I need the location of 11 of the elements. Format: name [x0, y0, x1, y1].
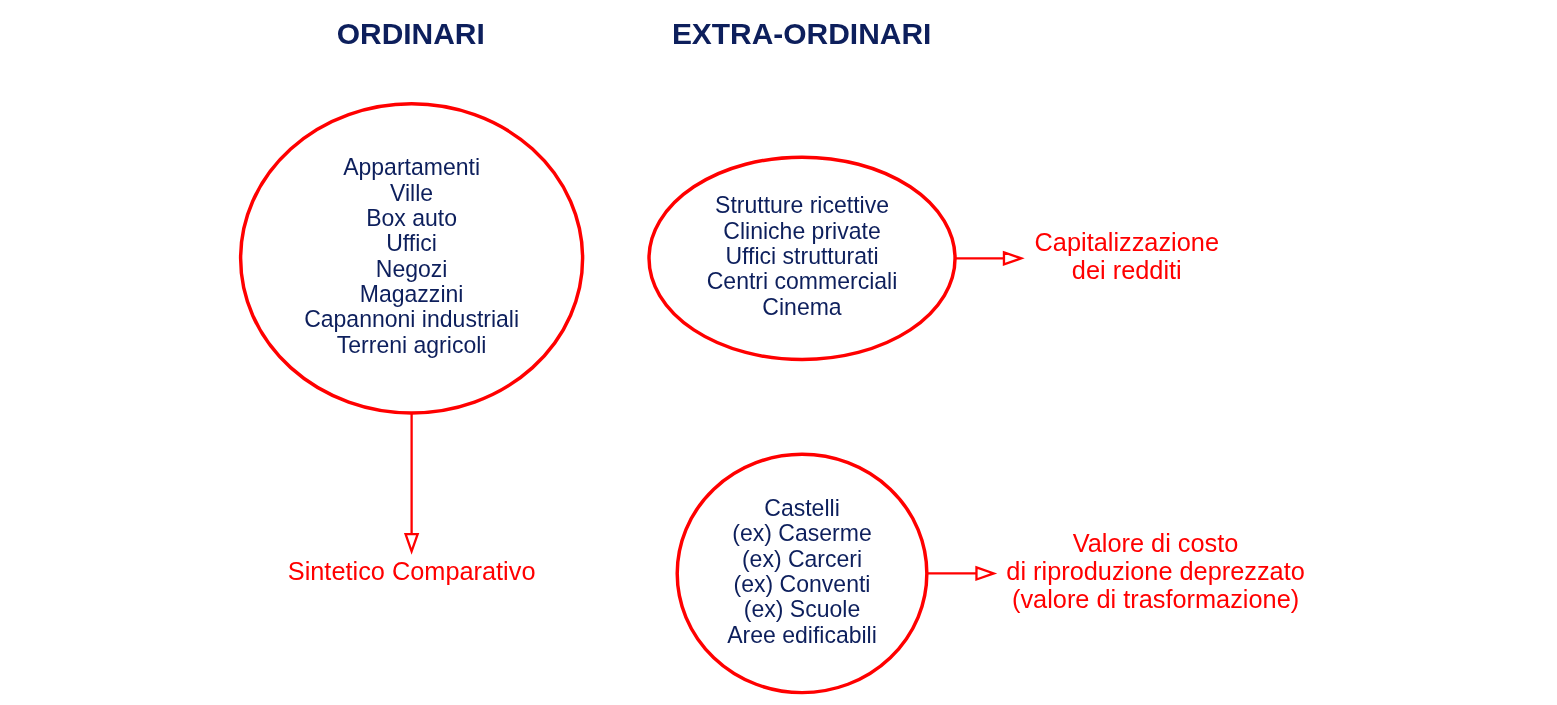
arrow: [403, 413, 419, 555]
node-ellipse: Strutture ricettive Cliniche private Uffici strutturati Centri commerciali Cinema: [646, 155, 957, 362]
arrow: [926, 565, 997, 582]
node-text: Capitalizzazione dei redditi: [1034, 227, 1219, 284]
node-text: Sintetico Comparativo: [287, 556, 535, 585]
label: EXTRA-ORDINARI: [671, 16, 931, 50]
label: ORDINARI: [336, 16, 485, 50]
node-text: Valore di costo di riproduzione deprezzato (valore di trasformazione): [1005, 529, 1305, 613]
node-circle: Appartamenti Ville Box auto Uffici Negozi Magazzini Capannoni industriali Terreni agricoli: [238, 102, 584, 415]
arrow: [954, 250, 1025, 267]
node-circle: Castelli (ex) Caserme (ex) Carceri (ex) Conventi (ex) Scuole Aree edificabili: [675, 452, 929, 695]
